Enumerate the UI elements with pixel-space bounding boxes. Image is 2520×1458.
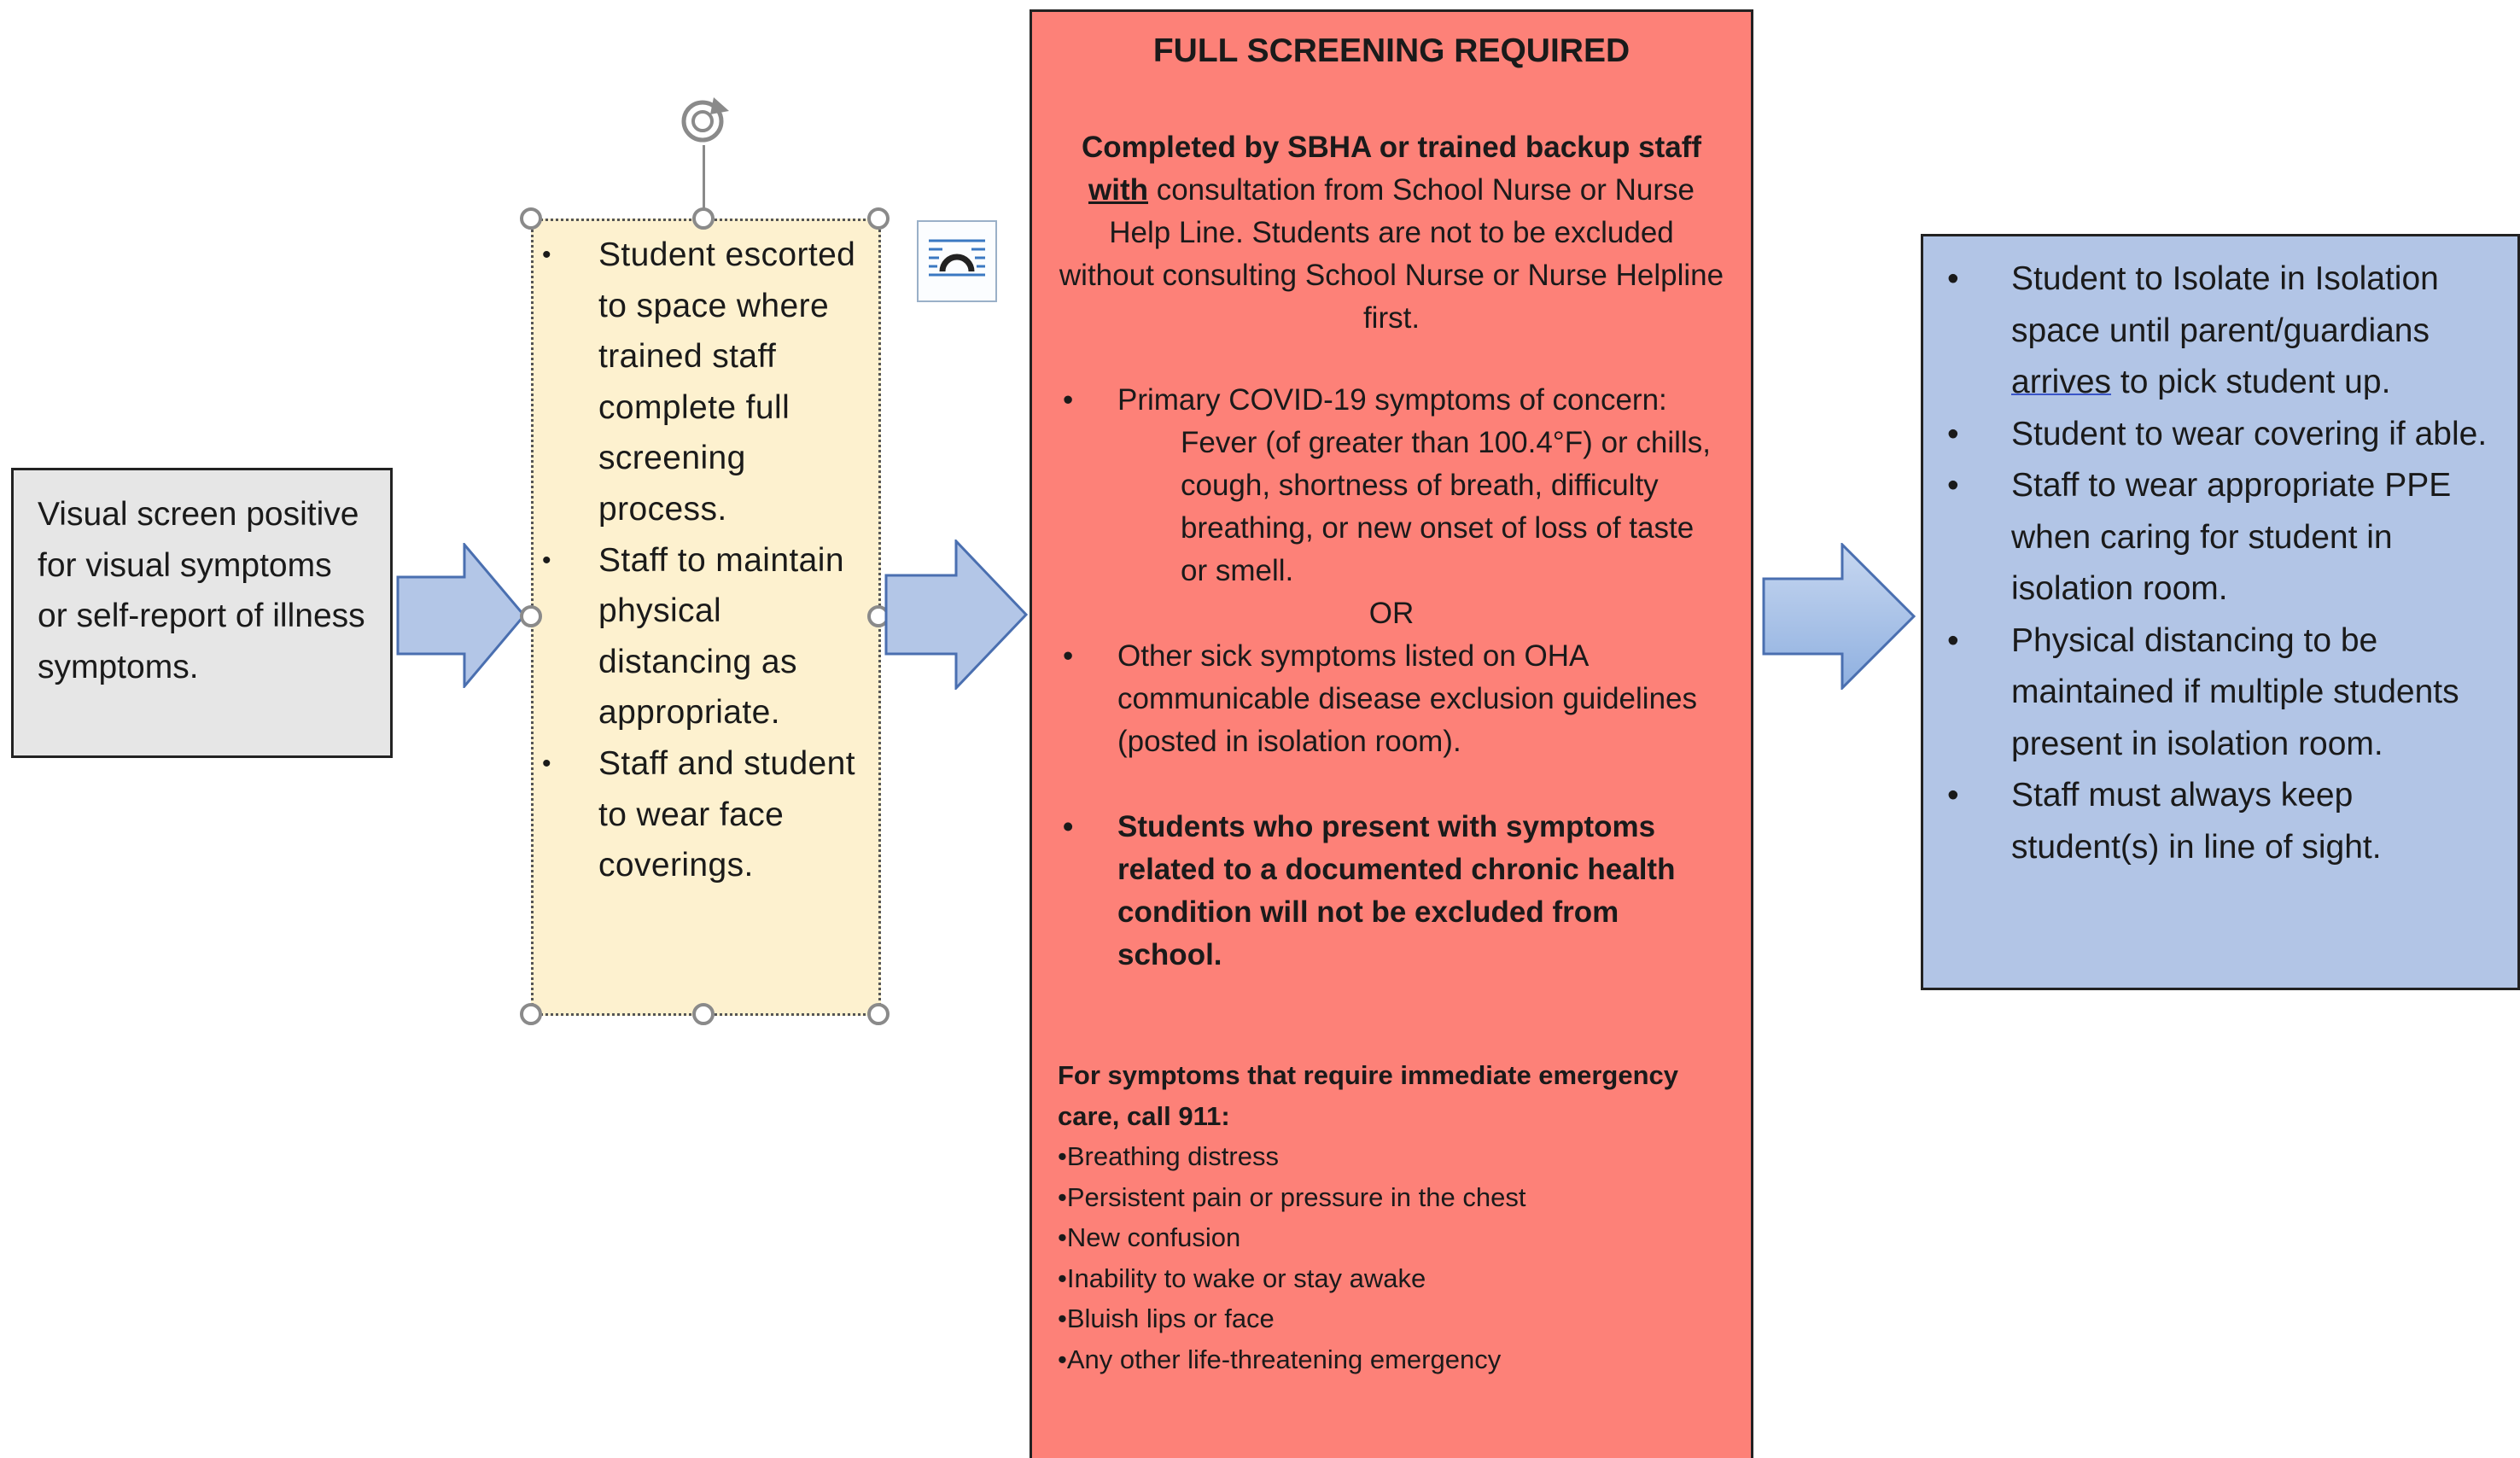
- step4-item: •Student to Isolate in Isolation space u…: [1923, 254, 2500, 409]
- step4-isolation-box: •Student to Isolate in Isolation space u…: [1921, 234, 2520, 990]
- step4-item: •Physical distancing to be maintained if…: [1923, 615, 2500, 771]
- step3-intro: Completed by SBHA or trained backup staf…: [1059, 131, 1724, 335]
- right-block-arrow-icon: [1762, 543, 1916, 690]
- bullet-icon: •: [542, 749, 551, 778]
- resize-handle-bottom-center[interactable]: [692, 1003, 715, 1025]
- step3-title: FULL SCREENING REQUIRED: [1152, 32, 1630, 69]
- emergency-item: •Persistent pain or pressure in the ches…: [1058, 1181, 1526, 1212]
- right-block-arrow-icon: [884, 539, 1029, 690]
- step2-escort-box[interactable]: •Student escorted to space where trained…: [531, 219, 881, 1016]
- step3-item: • Primary COVID-19 symptoms of concern:: [1058, 379, 1725, 422]
- bullet-icon: •: [1947, 415, 1959, 452]
- step4-item: •Staff to wear appropriate PPE when cari…: [1923, 460, 2500, 615]
- step3-full-screening-box: FULL SCREENING REQUIRED Completed by SBH…: [1030, 9, 1753, 1458]
- emergency-item: •Any other life-threatening emergency: [1058, 1344, 1502, 1374]
- bullet-icon: •: [542, 545, 551, 574]
- rotate-handle-icon[interactable]: [676, 92, 732, 149]
- bullet-icon: •: [1947, 467, 1959, 504]
- step3-symptom-list-2: • Other sick symptoms listed on OHA comm…: [1058, 635, 1725, 977]
- step2-item: •Student escorted to space where trained…: [534, 230, 870, 535]
- bullet-icon: •: [542, 241, 551, 269]
- step3-or: OR: [1368, 597, 1415, 630]
- step3-item: • Other sick symptoms listed on OHA comm…: [1058, 635, 1725, 763]
- step3-item1-detail: Fever (of greater than 100.4°F) or chill…: [1181, 426, 1711, 587]
- bullet-icon: •: [1947, 621, 1959, 659]
- emergency-item: •Inability to wake or stay awake: [1058, 1263, 1426, 1293]
- step3-emergency-heading: For symptoms that require immediate emer…: [1058, 1060, 1679, 1131]
- resize-handle-bottom-left[interactable]: [520, 1003, 542, 1025]
- layout-options-glyph: [929, 239, 985, 277]
- step4-item: •Staff must always keep student(s) in li…: [1923, 770, 2500, 873]
- step3-symptom-list: • Primary COVID-19 symptoms of concern:: [1058, 379, 1725, 422]
- bullet-icon: •: [1063, 383, 1074, 417]
- resize-handle-middle-left[interactable]: [520, 605, 542, 627]
- bullet-icon: •: [1947, 260, 1959, 297]
- rotate-connector-line: [703, 145, 705, 220]
- bullet-icon: •: [1063, 810, 1074, 843]
- emergency-item: •Bluish lips or face: [1058, 1303, 1275, 1333]
- step2-item: •Staff to maintain physical distancing a…: [534, 535, 870, 738]
- step4-list: •Student to Isolate in Isolation space u…: [1923, 254, 2500, 873]
- bullet-icon: •: [1947, 777, 1959, 814]
- step3-item: • Students who present with symptoms rel…: [1058, 806, 1725, 977]
- bullet-icon: •: [1063, 639, 1074, 673]
- resize-handle-bottom-right[interactable]: [867, 1003, 890, 1025]
- step4-item: •Student to wear covering if able.: [1923, 409, 2500, 461]
- step2-item: •Staff and student to wear face covering…: [534, 738, 870, 891]
- resize-handle-top-right[interactable]: [867, 207, 890, 230]
- step1-visual-screen-box: Visual screen positive for visual sympto…: [11, 468, 393, 758]
- emergency-item: •Breathing distress: [1058, 1141, 1279, 1171]
- right-block-arrow-icon: [396, 543, 526, 688]
- step2-list: •Student escorted to space where trained…: [534, 230, 870, 891]
- emergency-item: •New confusion: [1058, 1222, 1241, 1252]
- step3-emergency-section: For symptoms that require immediate emer…: [1058, 1055, 1725, 1379]
- layout-options-icon[interactable]: [917, 220, 997, 302]
- step1-text: Visual screen positive for visual sympto…: [38, 496, 365, 685]
- resize-handle-top-center[interactable]: [692, 207, 715, 230]
- resize-handle-top-left[interactable]: [520, 207, 542, 230]
